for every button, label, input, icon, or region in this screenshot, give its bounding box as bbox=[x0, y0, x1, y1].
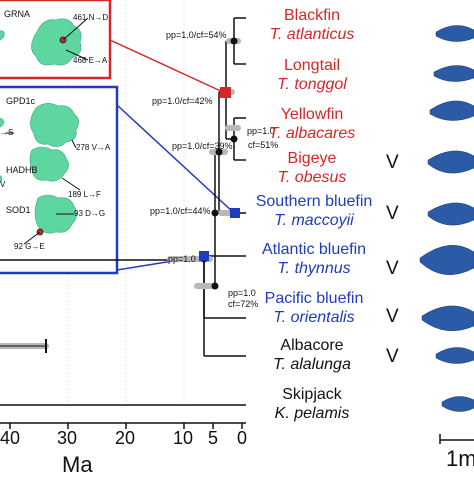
node-support-6: pp=1.0/cf=44% bbox=[150, 206, 211, 216]
species-scientific-name: T. atlanticus bbox=[269, 26, 355, 43]
axis-tick-5: 5 bbox=[208, 428, 219, 448]
species-scientific-name: T. maccoyii bbox=[274, 212, 354, 229]
axis-tick-30: 30 bbox=[57, 428, 78, 448]
axis-ticks bbox=[9, 423, 243, 429]
grna-protein-structure bbox=[0, 18, 82, 66]
species-scientific-name: T. thynnus bbox=[277, 260, 351, 277]
species-common-name: Atlantic bluefin bbox=[261, 241, 367, 258]
node-support-8: pp=1.0 bbox=[228, 288, 256, 298]
v-mark-southern-bluefin: V bbox=[386, 203, 399, 224]
v-mark-albacore: V bbox=[386, 346, 399, 367]
scale-bar-label: 1m bbox=[446, 446, 474, 471]
gpd1c-protein-structure bbox=[0, 103, 79, 234]
species-common-name: Skipjack bbox=[282, 386, 342, 403]
v-mark-atlantic-bluefin: V bbox=[386, 258, 399, 279]
blue-marker-1 bbox=[230, 208, 240, 218]
species-scientific-name: T. obesus bbox=[277, 169, 347, 186]
species-scientific-name: T. orientalis bbox=[273, 309, 355, 326]
grna-mutation-2: 468 E→A bbox=[73, 56, 108, 65]
v-mark-bigeye: V bbox=[386, 152, 399, 173]
time-gridlines bbox=[67, 0, 185, 405]
species-longtail: Longtail T. tonggol bbox=[247, 56, 377, 94]
axis-tick-10: 10 bbox=[173, 428, 194, 448]
species-scientific-name: T. tonggol bbox=[277, 76, 347, 93]
species-scientific-name: T. albacares bbox=[268, 125, 356, 142]
sod1-label: SOD1 bbox=[6, 205, 31, 215]
fish-illustrations bbox=[419, 25, 474, 412]
axis-label: Ma bbox=[62, 452, 93, 477]
species-common-name: Albacore bbox=[280, 337, 344, 354]
cut-v-label: V bbox=[0, 180, 6, 189]
node-support-1: pp=1.0/cf=54% bbox=[166, 30, 227, 40]
node-support-7: pp=1.0 bbox=[168, 254, 196, 264]
node-support-2: pp=1.0/cf=42% bbox=[152, 96, 213, 106]
species-skipjack: Skipjack K. pelamis bbox=[247, 385, 377, 423]
blue-marker-2 bbox=[199, 251, 209, 261]
species-common-name: Yellowfin bbox=[280, 106, 344, 123]
species-pacific-bluefin: Pacific bluefin T. orientalis bbox=[244, 289, 384, 327]
grna-label: GRNA bbox=[4, 9, 31, 19]
species-yellowfin: Yellowfin T. albacares bbox=[247, 105, 377, 143]
node-support-5: pp=1.0/cf=39% bbox=[172, 141, 233, 151]
species-albacore: Albacore T. alalunga bbox=[247, 336, 377, 374]
hadhb-label: HADHB bbox=[6, 165, 38, 175]
species-common-name: Southern bluefin bbox=[255, 193, 373, 210]
species-common-name: Pacific bluefin bbox=[264, 290, 364, 307]
axis-tick-20: 20 bbox=[115, 428, 136, 448]
gpd1c-mutation: 278 V→A bbox=[76, 143, 111, 152]
species-scientific-name: K. pelamis bbox=[274, 405, 350, 422]
v-mark-pacific-bluefin: V bbox=[386, 306, 399, 327]
species-bigeye: Bigeye T. obesus bbox=[247, 149, 377, 187]
axis-tick-40: 40 bbox=[0, 428, 21, 448]
grna-mutation-1: 461 N→D bbox=[73, 13, 109, 22]
node-support-4: cf=51% bbox=[248, 140, 279, 150]
species-common-name: Longtail bbox=[283, 57, 341, 74]
species-scientific-name: T. alalunga bbox=[273, 356, 351, 373]
cut-mutation-label: →S bbox=[0, 128, 14, 137]
sod1-mutation-2: 92 G→E bbox=[14, 242, 45, 251]
axis-tick-0: 0 bbox=[237, 428, 248, 448]
node-support-3: pp=1.0 bbox=[247, 126, 275, 136]
red-marker bbox=[220, 87, 231, 98]
gpd1c-label: GPD1c bbox=[6, 96, 36, 106]
species-blackfin: Blackfin T. atlanticus bbox=[247, 6, 377, 44]
red-connector bbox=[109, 39, 226, 94]
species-common-name: Bigeye bbox=[287, 150, 337, 167]
blue-connector-1 bbox=[116, 104, 235, 214]
node-support-9: cf=72% bbox=[228, 299, 259, 309]
sod1-mutation-1: 93 D→G bbox=[74, 209, 106, 218]
species-atlantic-bluefin: Atlantic bluefin T. thynnus bbox=[244, 240, 384, 278]
species-common-name: Blackfin bbox=[283, 7, 341, 24]
hadhb-mutation: 189 L→F bbox=[68, 190, 101, 199]
species-southern-bluefin: Southern bluefin T. maccoyii bbox=[244, 192, 384, 230]
